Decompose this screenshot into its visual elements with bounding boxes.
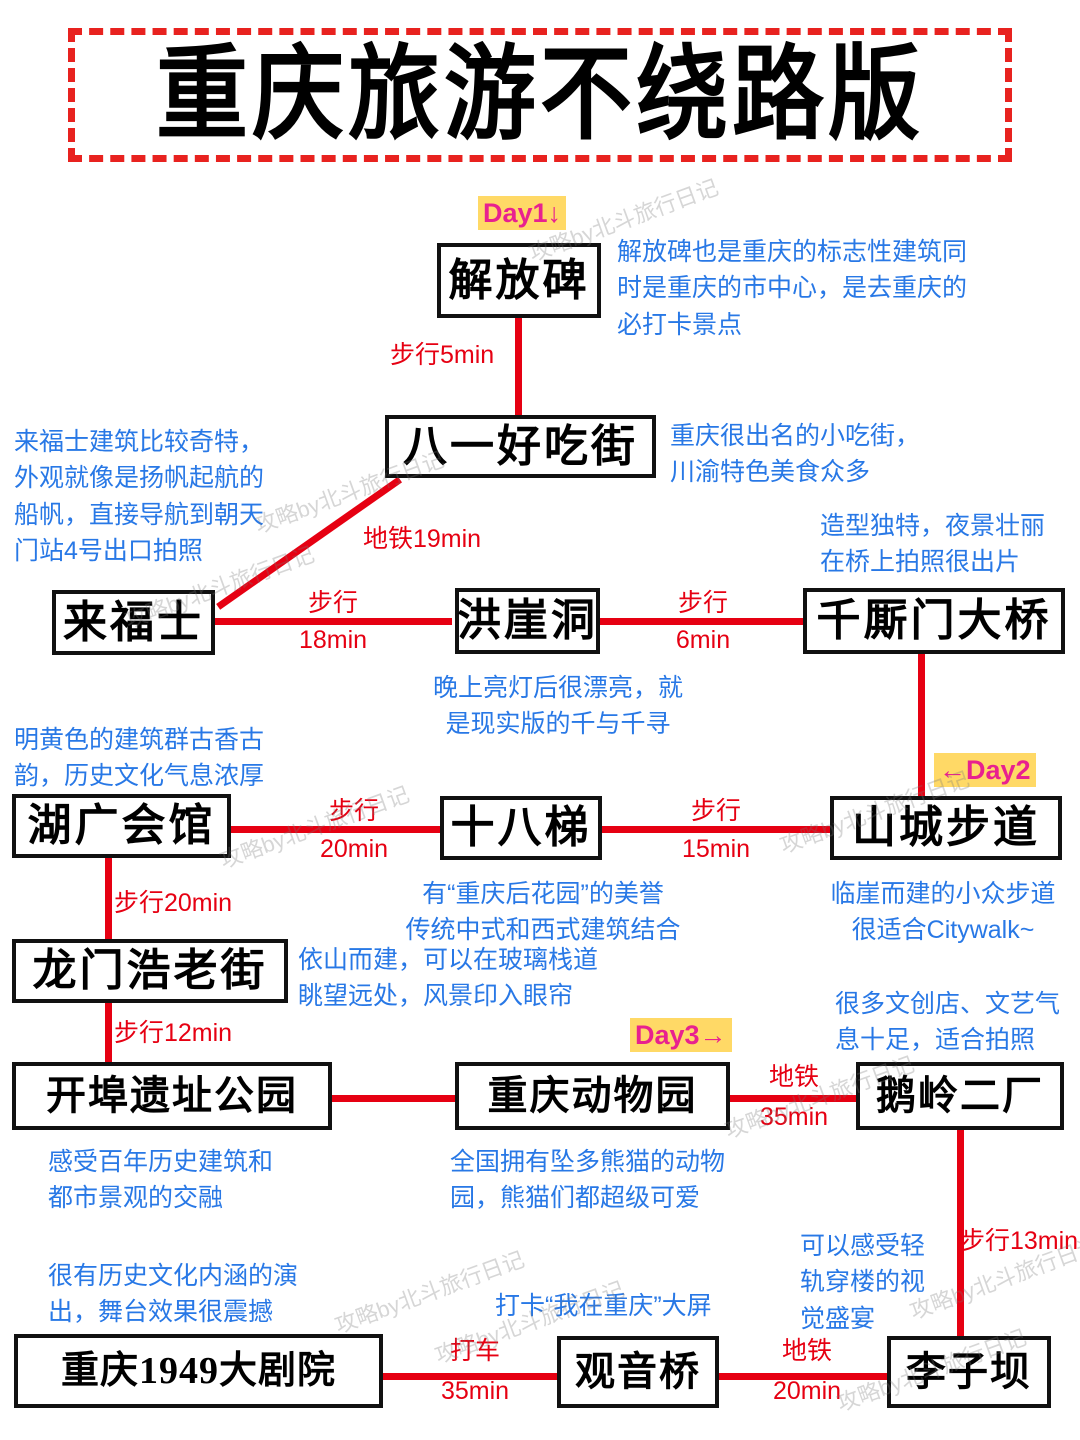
node-shancheng[interactable]: 山城步道 <box>830 796 1062 860</box>
day-tag-2: ←Day2 <box>934 753 1036 788</box>
desc-kaibu: 感受百年历史建筑和 都市景观的交融 <box>48 1148 274 1213</box>
edge-label-longmenhao-kaibu: 步行12min <box>114 1019 233 1047</box>
edge-label-laifushi-hongyadong-2: 18min <box>298 626 368 654</box>
desc-bayi: 重庆很出名的小吃街， 川渝特色美食众多 <box>670 422 921 487</box>
node-label: 观音桥 <box>575 1349 701 1394</box>
edge-label-huguang-shibati-2: 20min <box>319 835 389 863</box>
desc-jiefangbei: 解放碑也是重庆的标志性建筑同 时是重庆的市中心，是去重庆的 必打卡景点 <box>617 238 968 339</box>
edge-eling-liziba <box>957 1130 964 1340</box>
desc-huguang: 明黄色的建筑群古香古 韵，历史文化气息浓厚 <box>14 726 265 791</box>
edge-label-jiefangbei-bayi: 步行5min <box>390 341 495 369</box>
node-label: 重庆动物园 <box>487 1073 698 1118</box>
node-label: 开埠遗址公园 <box>46 1073 298 1118</box>
edge-label-zoo-eling-2: 35min <box>759 1103 829 1131</box>
node-longmenhao[interactable]: 龙门浩老街 <box>12 939 288 1003</box>
edge-label-shibati-shancheng-1: 步行 <box>690 797 741 825</box>
node-hongyadong[interactable]: 洪崖洞 <box>455 588 600 654</box>
node-label: 八一好吃街 <box>403 421 638 471</box>
node-label: 来福士 <box>63 597 204 647</box>
edge-guanyinqiao-liziba <box>716 1373 889 1380</box>
node-kaibu[interactable]: 开埠遗址公园 <box>12 1062 332 1130</box>
desc-shancheng: 临崖而建的小众步道 很适合Citywalk~ <box>830 880 1056 945</box>
desc-hongyadong: 晚上亮灯后很漂亮，就 是现实版的千与千寻 <box>432 674 683 739</box>
node-laifushi[interactable]: 来福士 <box>52 590 215 655</box>
day-tag-1: Day1↓ <box>478 196 567 231</box>
edge-zoo-eling <box>726 1095 860 1102</box>
desc-shibati: 有“重庆后花园”的美誉 传统中式和西式建筑结合 <box>405 880 681 945</box>
desc-liziba: 可以感受轻 轨穿楼的视 觉盛宴 <box>800 1232 926 1333</box>
edge-label-hongyadong-qiansimen-1: 步行 <box>677 589 728 617</box>
edge-label-zoo-eling-1: 地铁 <box>768 1063 819 1091</box>
edge-kaibu-zoo <box>328 1095 460 1102</box>
node-eling[interactable]: 鹅岭二厂 <box>856 1062 1064 1130</box>
node-theatre[interactable]: 重庆1949大剧院 <box>14 1334 383 1408</box>
node-label: 十八梯 <box>450 803 592 852</box>
edge-theatre-guanyinqiao <box>381 1373 561 1380</box>
edge-longmenhao-kaibu <box>105 1003 112 1065</box>
node-label: 重庆1949大剧院 <box>60 1350 336 1392</box>
node-zoo[interactable]: 重庆动物园 <box>455 1062 730 1130</box>
node-label: 湖广会馆 <box>27 801 216 850</box>
edge-label-shibati-shancheng-2: 15min <box>681 835 751 863</box>
edge-shibati-shancheng <box>598 826 834 833</box>
desc-guanyinqiao: 打卡“我在重庆”大屏 <box>495 1292 712 1320</box>
edge-label-guanyinqiao-liziba-1: 地铁 <box>781 1337 832 1365</box>
edge-label-theatre-guanyinqiao-1: 打车 <box>449 1337 500 1365</box>
desc-qiansimen: 造型独特，夜景壮丽 在桥上拍照很出片 <box>820 512 1046 577</box>
edge-huguang-longmenhao <box>105 858 112 946</box>
node-liziba[interactable]: 李子坝 <box>887 1336 1051 1408</box>
desc-zoo: 全国拥有坠多熊猫的动物 园，熊猫们都超级可爱 <box>450 1148 726 1213</box>
node-label: 龙门浩老街 <box>32 946 268 995</box>
edge-label-theatre-guanyinqiao-2: 35min <box>440 1377 510 1405</box>
desc-laifushi: 来福士建筑比较奇特， 外观就像是扬帆起航的 船帆，直接导航到朝天 门站4号出口拍… <box>14 428 265 565</box>
edge-label-laifushi-hongyadong-1: 步行 <box>307 589 358 617</box>
node-label: 李子坝 <box>906 1349 1032 1394</box>
edge-laifushi-hongyadong <box>212 618 452 625</box>
node-label: 解放碑 <box>448 255 590 305</box>
edge-label-hongyadong-qiansimen-2: 6min <box>675 626 731 654</box>
node-guanyinqiao[interactable]: 观音桥 <box>557 1336 719 1408</box>
edge-qiansimen-shancheng <box>918 653 925 813</box>
edge-hongyadong-qiansimen <box>598 618 806 625</box>
edge-huguang-shibati <box>228 826 446 833</box>
node-qiansimen[interactable]: 千厮门大桥 <box>803 588 1065 654</box>
node-huguang[interactable]: 湖广会馆 <box>12 794 231 858</box>
node-jiefangbei[interactable]: 解放碑 <box>437 243 601 318</box>
title-box: 重庆旅游不绕路版 <box>68 28 1012 162</box>
node-bayi[interactable]: 八一好吃街 <box>385 415 656 478</box>
node-label: 山城步道 <box>852 803 1040 852</box>
desc-eling: 很多文创店、文艺气 息十足，适合拍照 <box>835 990 1061 1055</box>
node-shibati[interactable]: 十八梯 <box>440 796 602 860</box>
edge-label-bayi-laifushi: 地铁19min <box>363 525 482 553</box>
edge-label-guanyinqiao-liziba-2: 20min <box>772 1377 842 1405</box>
node-label: 千厮门大桥 <box>816 596 1052 645</box>
page-title: 重庆旅游不绕路版 <box>155 37 924 153</box>
day-tag-3: Day3→ <box>630 1018 732 1053</box>
edge-label-huguang-longmenhao: 步行20min <box>114 889 233 917</box>
edge-label-huguang-shibati-1: 步行 <box>328 797 379 825</box>
edge-jiefangbei-bayi <box>515 316 522 418</box>
edge-label-eling-liziba: 步行13min <box>960 1227 1079 1255</box>
desc-theatre: 很有历史文化内涵的演 出，舞台效果很震撼 <box>48 1262 299 1327</box>
node-label: 鹅岭二厂 <box>876 1073 1044 1118</box>
node-label: 洪崖洞 <box>457 596 598 645</box>
desc-longmenhao: 依山而建，可以在玻璃栈道 眺望远处，风景印入眼帘 <box>298 946 599 1011</box>
